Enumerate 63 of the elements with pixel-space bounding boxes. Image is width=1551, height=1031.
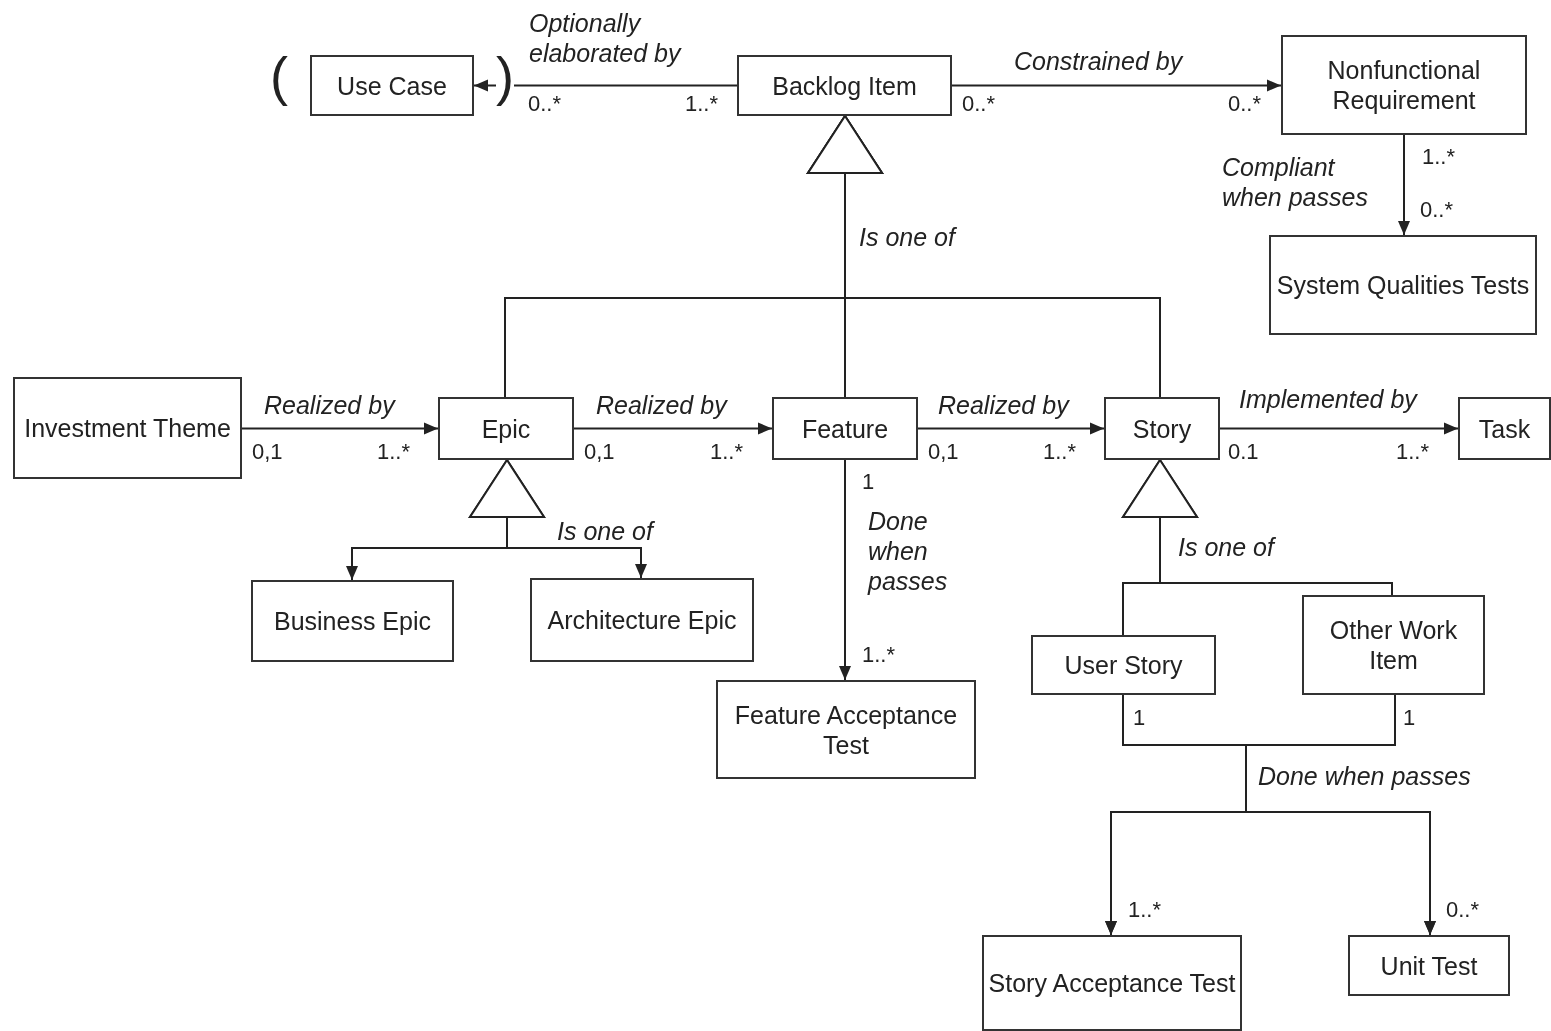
class-name: Investment Theme [24,413,231,443]
class-box [1458,397,1551,460]
class-name: Unit Test [1380,950,1478,981]
arrow [573,422,773,435]
multiplicity-label: 1..* [1422,145,1456,169]
arrow [951,79,1282,92]
class-name: Business Epic [274,606,431,636]
class-name: Other Work Item [1328,615,1459,675]
arrow [473,79,738,92]
multiplicity-label: 1..* [862,643,896,667]
generalization-arrow [469,459,647,579]
class-box [1281,35,1527,135]
class-name: Architecture Epic [547,605,737,635]
multiplicity-label: 1..* [710,440,744,464]
multiplicity-label: 0..* [1420,198,1454,222]
multiplicity-label: 1..* [685,92,719,116]
class-box [251,580,454,662]
class-box [1269,235,1537,335]
class-name: User Story [1064,650,1183,680]
multiplicity-label: 0.1 [1228,440,1259,464]
class-box [310,55,474,116]
class-box [1104,397,1220,460]
class-box [737,55,952,116]
multiplicity-label: 1..* [1043,440,1077,464]
class-name: Use Case [337,70,447,101]
multiplicity-label: 0..* [1446,898,1480,922]
multiplicity-label: 1 [1403,706,1416,730]
generalization-arrow [807,115,1161,398]
class-box [530,578,754,662]
class-box [982,935,1242,1031]
class-name: Story [1132,413,1192,444]
multiplicity-label: 0,1 [252,440,283,464]
class-box [1302,595,1485,695]
class-box [1031,635,1216,695]
arrow [1219,422,1459,435]
multiplicity-label: 1 [1133,706,1146,730]
multiplicity-label: 1..* [1396,440,1430,464]
multiplicity-label: 1..* [1128,898,1162,922]
multiplicity-label: 0,1 [584,440,615,464]
multiplicity-label: 1 [862,470,875,494]
class-name: Epic [481,413,531,444]
multiplicity-label: 0,1 [928,440,959,464]
class-box [716,680,976,779]
class-name: Task [1478,413,1531,444]
multiplicity-label: 0..* [528,92,562,116]
class-box [438,397,574,460]
arrow [1398,134,1410,236]
class-name: System Qualities Tests [1276,270,1530,300]
class-name: Feature [801,413,889,444]
arrow [917,422,1105,435]
class-box [13,377,242,479]
multiplicity-label: 1..* [377,440,411,464]
multiplicity-label: 0..* [962,92,996,116]
class-name: Story Acceptance Test [988,968,1236,998]
generalization-arrow [1122,459,1393,596]
class-name: Feature Acceptance Test [733,699,959,760]
arrow [839,459,851,681]
class-box [772,397,918,460]
multiplicity-label: 0..* [1228,92,1262,116]
arrow [241,422,439,435]
class-name: Backlog Item [772,70,917,101]
class-box [1348,935,1510,996]
class-name: Nonfunctional Requirement [1326,55,1482,115]
